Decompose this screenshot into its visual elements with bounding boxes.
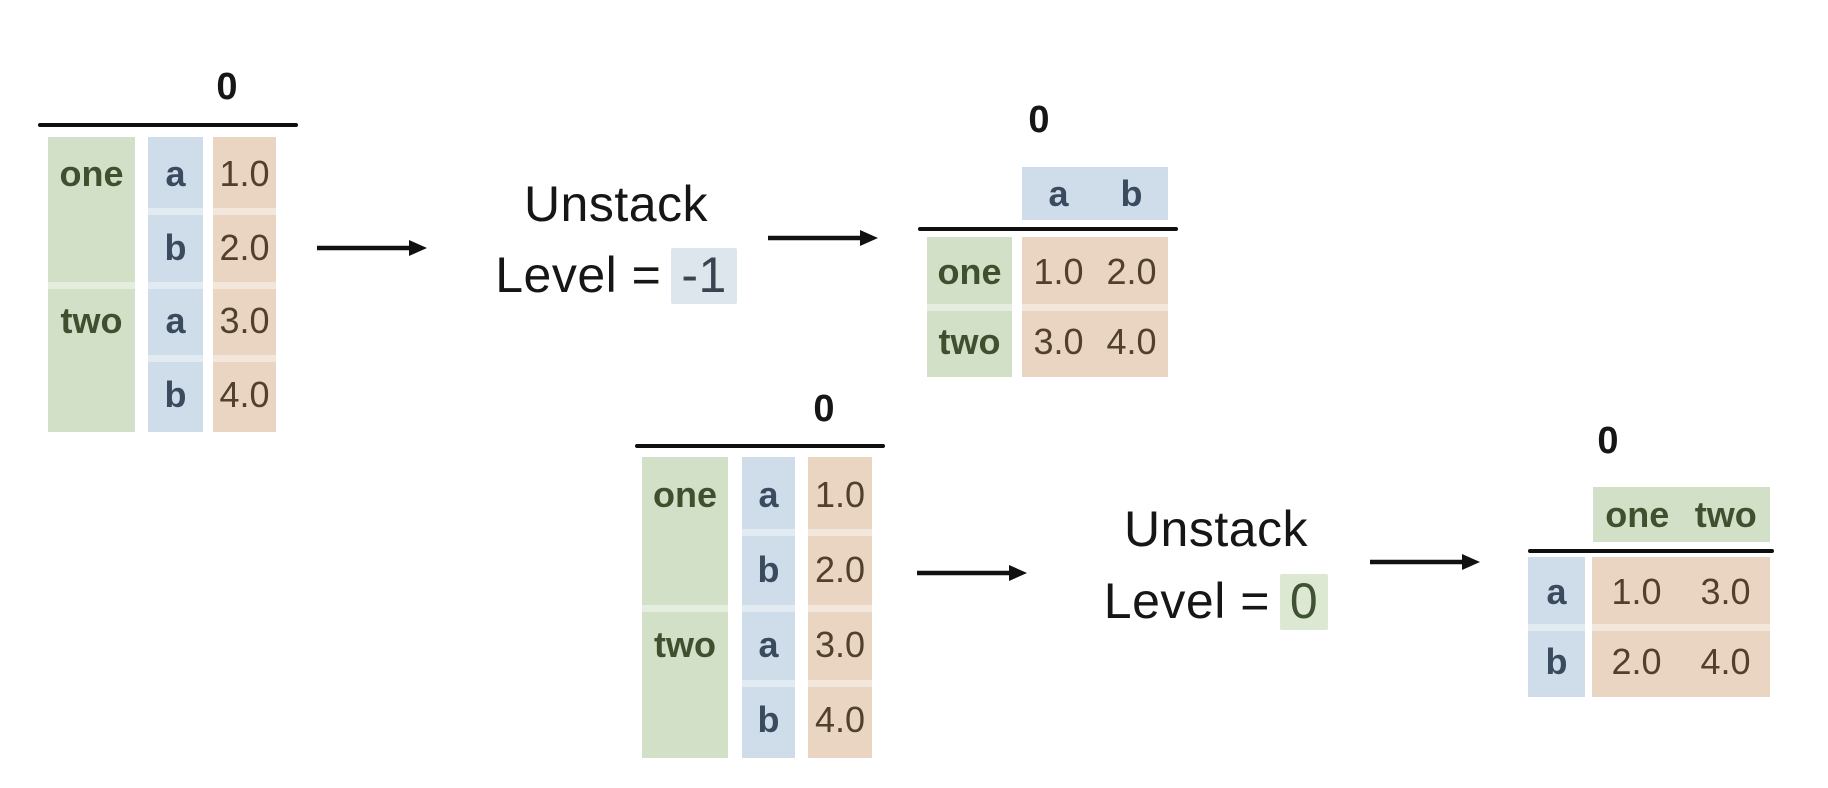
row-separator: [213, 355, 276, 363]
operation-level: Level =-1: [456, 247, 776, 304]
row-separator: [808, 679, 872, 687]
header-rule: [38, 123, 298, 127]
operation-label-1: Unstack Level =-1: [456, 176, 776, 304]
outer-index-column: one two: [48, 137, 135, 432]
table-column-index-label: 0: [1597, 420, 1619, 462]
row-index-column: a b: [1528, 557, 1585, 697]
row-separator: [1022, 304, 1168, 311]
column-header-cell: a: [1048, 172, 1069, 214]
inner-index-cell: b: [164, 374, 187, 416]
row-index-cell: two: [938, 321, 1001, 362]
inner-index-cell: a: [165, 152, 186, 194]
value-cell: 2.0: [1106, 251, 1157, 292]
values-grid: 1.0 2.0 3.0 4.0: [1022, 237, 1168, 377]
value-cell: 2.0: [814, 548, 866, 590]
arrow-right-icon: [768, 230, 878, 246]
row-separator: [1592, 624, 1770, 631]
inner-index-cell: b: [164, 226, 187, 268]
header-rule: [918, 227, 1178, 231]
row-separator: [148, 355, 203, 363]
level-value-highlight: 0: [1279, 574, 1329, 630]
header-rule: [1528, 549, 1774, 553]
value-cell: 1.0: [1611, 571, 1662, 612]
operation-label-2: Unstack Level =0: [1056, 501, 1376, 630]
unstacked-table-1: 0 a b one two 1.0 2.0 3.0 4.0: [918, 99, 1178, 379]
operation-title: Unstack: [523, 176, 709, 232]
value-cell: 2.0: [1611, 641, 1662, 682]
outer-index-cell: two: [654, 624, 716, 666]
column-header-row: a b: [1022, 167, 1168, 220]
outer-index-cell: [48, 358, 135, 432]
level-prefix: Level =: [495, 247, 662, 303]
value-cell: 4.0: [1106, 321, 1157, 362]
table-column-index-label: 0: [1028, 99, 1050, 141]
stacked-series-input-2: 0 one two a b a b 1.0 2.0 3.0 4.0: [635, 380, 885, 760]
value-cell: 2.0: [219, 226, 270, 268]
arrow-right-icon: [317, 240, 427, 256]
value-cell: 3.0: [1033, 321, 1084, 362]
row-separator: [742, 604, 795, 612]
stacked-series-input-1: 0 one two a b a b 1.0 2.0 3.0 4.0: [38, 60, 298, 432]
values-grid: 1.0 3.0 2.0 4.0: [1592, 557, 1770, 697]
row-separator: [213, 281, 276, 289]
value-cell: 4.0: [1700, 641, 1751, 682]
value-cell: 1.0: [814, 473, 866, 515]
row-separator: [48, 281, 135, 289]
arrow-right-icon: [1370, 554, 1480, 570]
column-header-row: one two: [1593, 487, 1770, 542]
column-header-cell: b: [1120, 172, 1143, 214]
row-index-column: one two: [927, 237, 1012, 377]
row-separator: [213, 207, 276, 215]
row-separator: [742, 529, 795, 537]
value-cell: 1.0: [219, 152, 270, 194]
values-column: 1.0 2.0 3.0 4.0: [808, 457, 872, 758]
outer-index-cell: [642, 532, 728, 607]
values-column: 1.0 2.0 3.0 4.0: [213, 137, 276, 432]
value-cell: 4.0: [814, 699, 866, 741]
value-cell: 3.0: [1700, 571, 1751, 612]
row-separator: [642, 604, 728, 612]
column-header-cell: one: [1605, 493, 1670, 535]
outer-index-cell: [642, 683, 728, 758]
outer-index-cell: two: [60, 300, 123, 342]
value-cell: 3.0: [814, 624, 866, 666]
inner-index-column: a b a b: [742, 457, 795, 758]
operation-level: Level =0: [1056, 573, 1376, 630]
arrow-right-icon: [917, 565, 1027, 581]
series-column-label: 0: [216, 66, 238, 108]
row-separator: [1528, 624, 1585, 631]
inner-index-cell: b: [757, 699, 780, 741]
value-cell: 4.0: [219, 374, 270, 416]
series-column-label: 0: [813, 388, 835, 430]
outer-index-cell: one: [59, 152, 124, 194]
outer-index-cell: [48, 211, 135, 285]
inner-index-cell: a: [165, 300, 186, 342]
row-separator: [148, 281, 203, 289]
row-index-cell: b: [1545, 641, 1568, 682]
inner-index-cell: a: [758, 624, 779, 666]
operation-title: Unstack: [1123, 501, 1309, 557]
column-header-cell: two: [1694, 493, 1757, 535]
row-separator: [742, 679, 795, 687]
inner-index-column: a b a b: [148, 137, 203, 432]
row-index-cell: one: [937, 251, 1002, 292]
outer-index-column: one two: [642, 457, 728, 758]
row-separator: [927, 304, 1012, 311]
outer-index-cell: one: [652, 473, 717, 515]
row-index-cell: a: [1546, 571, 1567, 612]
inner-index-cell: a: [758, 473, 779, 515]
level-prefix: Level =: [1103, 573, 1270, 629]
unstacked-table-2: 0 one two a b 1.0 3.0 2.0 4.0: [1528, 420, 1774, 700]
value-cell: 3.0: [219, 300, 270, 342]
value-cell: 1.0: [1033, 251, 1084, 292]
row-separator: [808, 604, 872, 612]
level-value-highlight: -1: [671, 248, 737, 304]
inner-index-cell: b: [757, 548, 780, 590]
header-rule: [635, 444, 885, 448]
row-separator: [808, 529, 872, 537]
row-separator: [148, 207, 203, 215]
